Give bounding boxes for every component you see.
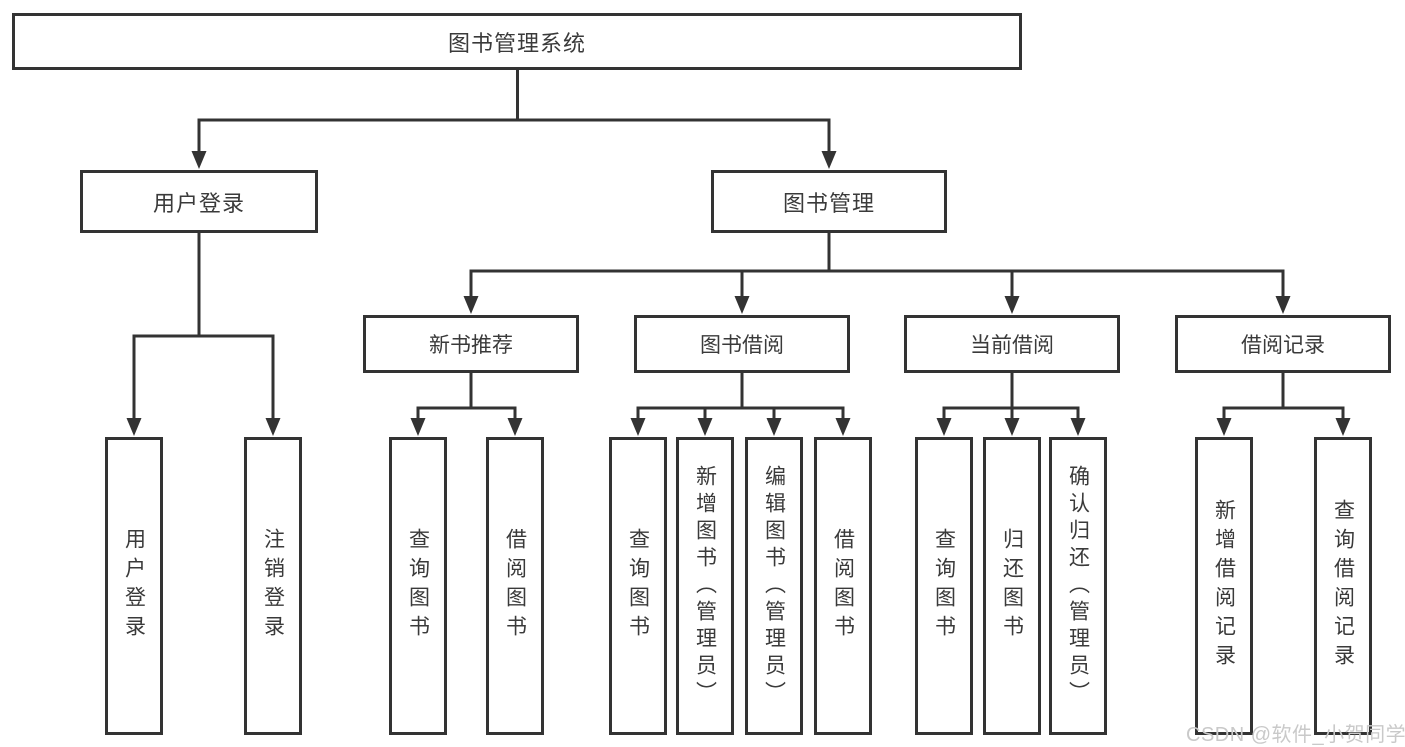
leaf-query-books-recommend-label: 查询图书	[406, 528, 430, 644]
connector-newbook-to-leaves	[416, 373, 517, 422]
leaf-query-books-current: 查询图书	[915, 437, 973, 735]
leaf-add-books-admin-label: 新增图书（管理员）	[693, 464, 717, 708]
watermark-text: CSDN @软件_小贺同学	[1186, 724, 1405, 746]
connector-borrow-to-leaves	[636, 373, 845, 422]
leaf-edit-books-admin-label: 编辑图书（管理员）	[762, 464, 786, 708]
leaf-logout-label: 注销登录	[261, 528, 285, 644]
leaf-query-books-recommend: 查询图书	[389, 437, 447, 735]
node-user-login-branch: 用户登录	[80, 170, 318, 233]
leaf-query-books-current-label: 查询图书	[932, 528, 956, 644]
connector-records-to-leaves	[1222, 373, 1345, 422]
leaf-query-borrow-record: 查询借阅记录	[1314, 437, 1372, 735]
leaf-query-books-borrow-label: 查询图书	[626, 528, 650, 644]
node-root: 图书管理系统	[12, 13, 1022, 70]
node-book-management-branch: 图书管理	[711, 170, 947, 233]
connector-current-to-leaves	[942, 373, 1080, 422]
arrowheads	[126, 151, 1351, 436]
leaf-confirm-return-admin-label: 确认归还（管理员）	[1066, 464, 1090, 708]
leaf-edit-books-admin: 编辑图书（管理员）	[745, 437, 803, 735]
leaf-query-borrow-record-label: 查询借阅记录	[1331, 499, 1355, 673]
leaf-user-login: 用户登录	[105, 437, 163, 735]
leaf-query-books-borrow: 查询图书	[609, 437, 667, 735]
node-new-book-recommend: 新书推荐	[363, 315, 579, 373]
leaf-borrow-books: 借阅图书	[814, 437, 872, 735]
node-current-borrow: 当前借阅	[904, 315, 1120, 373]
leaf-return-books: 归还图书	[983, 437, 1041, 735]
connector-bookmgmt-to-level3	[469, 233, 1285, 300]
leaf-confirm-return-admin: 确认归还（管理员）	[1049, 437, 1107, 735]
leaf-borrow-books-label: 借阅图书	[831, 528, 855, 644]
node-book-borrow: 图书借阅	[634, 315, 850, 373]
leaf-user-login-label: 用户登录	[122, 528, 146, 644]
node-borrow-records: 借阅记录	[1175, 315, 1391, 373]
leaf-logout: 注销登录	[244, 437, 302, 735]
leaf-borrow-books-recommend-label: 借阅图书	[503, 528, 527, 644]
leaf-add-borrow-record: 新增借阅记录	[1195, 437, 1253, 735]
connector-root-to-level2	[197, 70, 831, 155]
leaf-return-books-label: 归还图书	[1000, 528, 1024, 644]
leaf-add-books-admin: 新增图书（管理员）	[676, 437, 734, 735]
leaf-borrow-books-recommend: 借阅图书	[486, 437, 544, 735]
connector-userlogin-to-leaves	[132, 233, 275, 422]
leaf-add-borrow-record-label: 新增借阅记录	[1212, 499, 1236, 673]
